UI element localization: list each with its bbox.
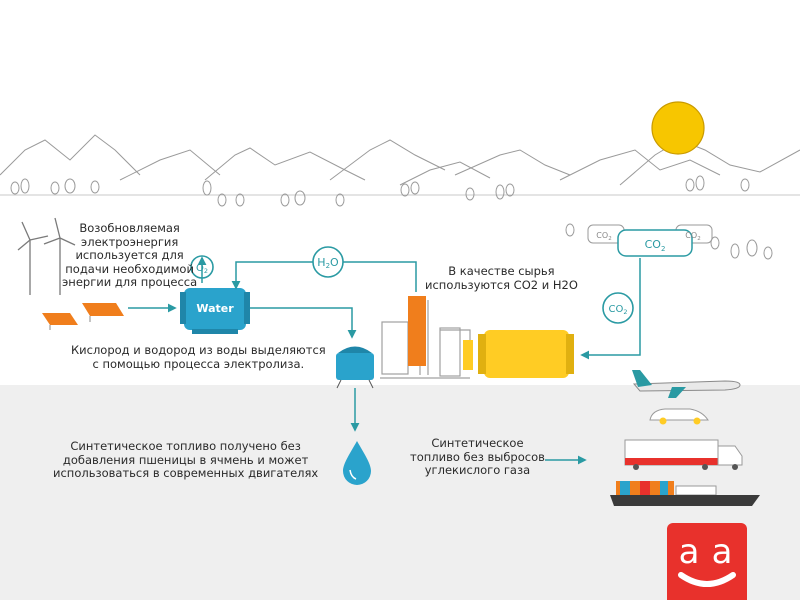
co2-storage-icon bbox=[587, 224, 713, 257]
co2-small-right-tag: CO2 bbox=[685, 231, 700, 242]
solar-panel-icon bbox=[42, 303, 124, 330]
h2o-to-refinery-line bbox=[343, 261, 417, 292]
tank-to-electrolyzer-arrow bbox=[250, 307, 357, 339]
truck-icon bbox=[624, 439, 743, 470]
mountains bbox=[0, 134, 800, 196]
renewable-energy-label: Возобновляемая электроэнергия использует… bbox=[62, 221, 198, 289]
feedstock-label: В качестве сырья используются CO2 и H2O bbox=[425, 264, 578, 292]
svg-text:a: a bbox=[712, 532, 733, 572]
water-return-arrow bbox=[231, 261, 313, 290]
electrolyzer-icon bbox=[336, 346, 374, 389]
car-icon bbox=[649, 408, 709, 425]
sun-icon bbox=[651, 101, 705, 155]
smile-logo-icon: a a bbox=[678, 532, 736, 587]
o2-tag: O2 bbox=[196, 263, 208, 275]
electrolysis-label: Кислород и водород из воды выделяются с … bbox=[71, 343, 326, 371]
ship-icon bbox=[610, 481, 760, 506]
synthetic-fuel-label: Синтетическое топливо получено без добав… bbox=[53, 439, 319, 480]
co2-to-refinery-arrow bbox=[580, 258, 641, 360]
svg-text:a: a bbox=[679, 532, 700, 572]
h2o-tag: H2O bbox=[317, 256, 339, 270]
airplane-icon bbox=[632, 370, 741, 398]
co2-circle bbox=[602, 292, 634, 324]
wind-turbine-icon bbox=[17, 217, 76, 295]
refinery-icon bbox=[380, 296, 574, 379]
no-emissions-label: Синтетическое топливо без выбросов углек… bbox=[410, 436, 545, 477]
flow-arrows bbox=[128, 256, 641, 465]
co2-circle-tag: CO2 bbox=[609, 304, 628, 316]
co2-main-tag: CO2 bbox=[645, 238, 666, 253]
fuel-drop-icon bbox=[343, 441, 371, 485]
water-tag: Water bbox=[196, 302, 234, 315]
trees bbox=[10, 175, 773, 260]
fuel-drop-highlight bbox=[349, 469, 357, 480]
brand-logo: a a bbox=[667, 523, 747, 600]
water-tank-icon bbox=[180, 288, 250, 334]
co2-small-left-tag: CO2 bbox=[596, 231, 611, 242]
